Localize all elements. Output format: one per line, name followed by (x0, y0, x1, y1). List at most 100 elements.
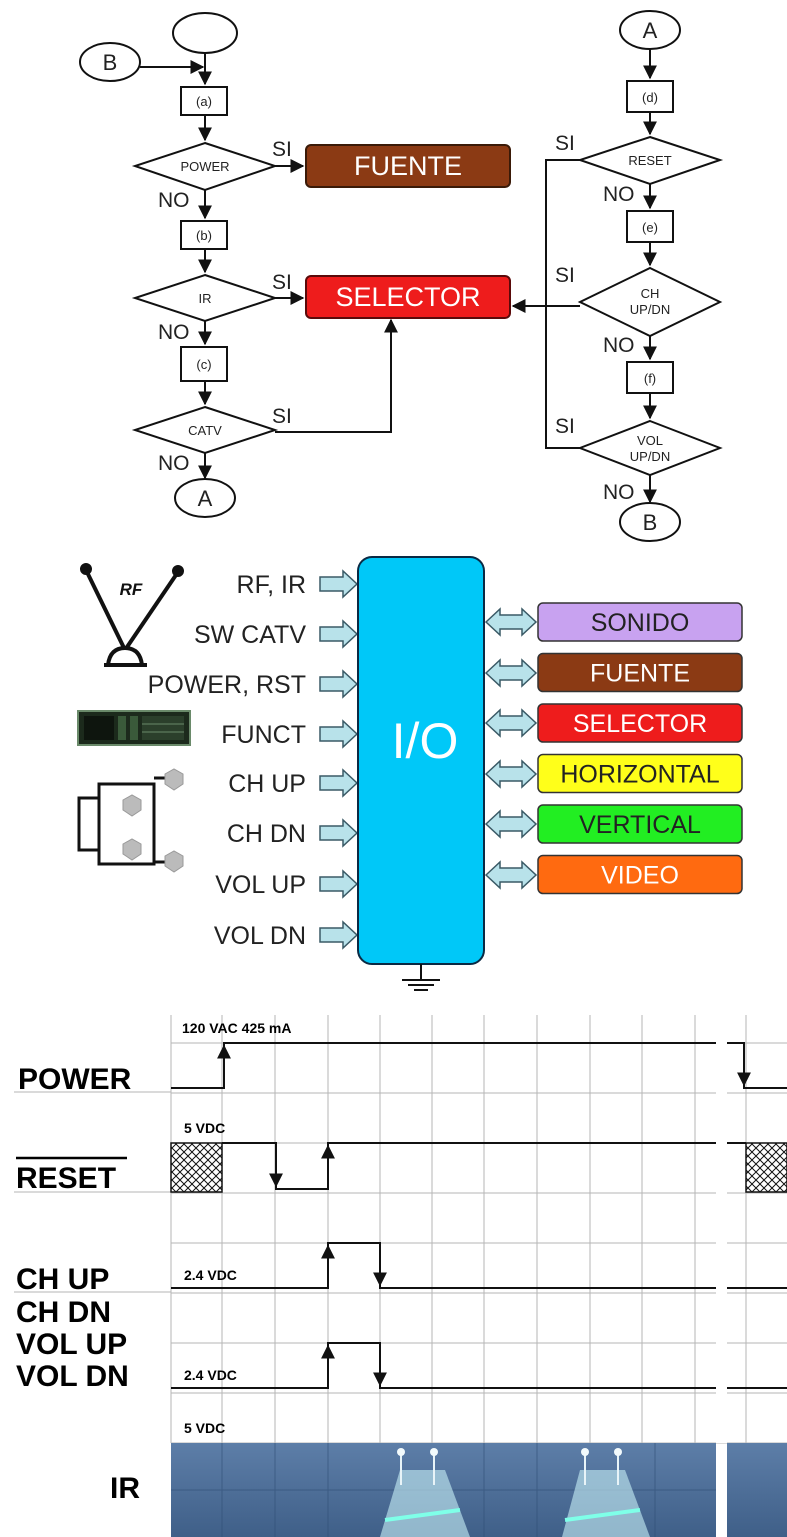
no-label-ch: NO (603, 334, 635, 357)
io-input-label: RF, IR (237, 571, 306, 599)
connector-a-entry-label: A (643, 18, 658, 43)
io-block-label: I/O (392, 713, 459, 769)
process-e (626, 210, 674, 243)
process-d (626, 80, 674, 113)
level-label-ir: 5 VDC (184, 1420, 225, 1436)
io-output-label: HORIZONTAL (560, 761, 719, 789)
io-input-arrow (319, 619, 359, 649)
selector-box (305, 275, 511, 319)
decision-ir-label: IR (199, 291, 212, 306)
io-bidirectional-arrow (484, 860, 538, 890)
yes-label-ch: SI (555, 264, 575, 287)
io-output-label: SONIDO (591, 609, 690, 637)
io-input-label: CH DN (227, 820, 306, 848)
fuente-box-label: FUENTE (354, 151, 462, 181)
process-b-label: (b) (196, 228, 212, 243)
io-output-box (537, 854, 743, 895)
io-output-label: FUENTE (590, 660, 690, 688)
reset-undefined-region (170, 1142, 223, 1193)
process-a-label: (a) (196, 94, 212, 109)
process-a (180, 86, 228, 116)
flowchart (79, 10, 724, 542)
selector-box-label: SELECTOR (335, 282, 480, 312)
ch-waveform (171, 1242, 716, 1289)
process-d-label: (d) (642, 90, 658, 105)
start-terminal (172, 12, 238, 54)
io-input-label: CH UP (228, 770, 306, 798)
io-input-label: VOL DN (214, 922, 306, 950)
process-f-label: (f) (644, 371, 656, 386)
decision-vol-label-2: UP/DN (630, 449, 670, 464)
no-label-reset: NO (603, 183, 635, 206)
decision-reset-label: RESET (628, 153, 671, 168)
io-input-arrow (319, 669, 359, 699)
keypad-icon (77, 710, 191, 746)
io-output-box (537, 602, 743, 642)
flowchart-labels: B A A B (a) (b) (c) (d) (e) (f) POWER IR… (103, 18, 672, 535)
decision-power-label: POWER (180, 159, 229, 174)
reset-waveform (222, 1142, 716, 1190)
yes-label-reset: SI (555, 132, 575, 155)
io-bidirectional-arrow (484, 759, 538, 789)
process-c (180, 346, 228, 382)
signal-label-reset: RESET (16, 1162, 116, 1195)
process-e-label: (e) (642, 220, 658, 235)
no-label-ir: NO (158, 321, 190, 344)
io-output-box (537, 804, 743, 844)
signal-label-power: POWER (18, 1063, 132, 1096)
io-bidirectional-arrow (484, 658, 538, 688)
io-output-label: VERTICAL (579, 811, 701, 839)
io-output-label: SELECTOR (573, 710, 707, 738)
io-bidirectional-arrow (484, 607, 538, 637)
io-input-arrow (319, 920, 359, 950)
connector-b-entry-label: B (103, 50, 118, 75)
io-input-label: POWER, RST (148, 671, 306, 699)
yes-label-ir: SI (272, 271, 292, 294)
io-input-label: SW CATV (194, 621, 306, 649)
io-output-arrows (484, 607, 538, 890)
io-output-box (537, 753, 743, 794)
ground-icon (402, 964, 440, 991)
vol-waveform (171, 1342, 716, 1389)
yes-label-catv: SI (272, 405, 292, 428)
io-diagram: RF RF, IR SW CATV POWER, RST FUNCT CH (77, 556, 743, 991)
io-bidirectional-arrow (484, 809, 538, 839)
process-c-label: (c) (196, 357, 211, 372)
connector-b-entry (79, 42, 141, 82)
io-input-label: VOL UP (215, 871, 306, 899)
io-output-label: VIDEO (601, 862, 679, 890)
ir-photo-band (171, 1443, 787, 1537)
signal-label-ch-up: CH UP (16, 1263, 109, 1296)
reset-undefined-region (745, 1142, 787, 1193)
io-input-label: FUNCT (221, 721, 306, 749)
timing-waveforms (171, 1042, 787, 1389)
connector-a-exit-label: A (198, 486, 213, 511)
io-bidirectional-arrow (484, 708, 538, 738)
timeline-break (716, 1015, 727, 1443)
level-label-vol: 2.4 VDC (184, 1367, 237, 1383)
signal-label-vol-up: VOL UP (16, 1328, 127, 1361)
yes-label-power: SI (272, 138, 292, 161)
io-output-box (537, 703, 743, 743)
level-label-power: 120 VAC 425 mA (182, 1020, 291, 1036)
level-label-reset: 5 VDC (184, 1120, 225, 1136)
connector-a-exit (174, 478, 236, 518)
connector-b-exit (619, 502, 681, 542)
decision-vol-label-1: VOL (637, 433, 663, 448)
io-input-arrows (319, 569, 359, 950)
timing-diagram: POWER RESET CH UP CH DN VOL UP VOL DN IR… (14, 1015, 787, 1537)
decision-vol (577, 419, 723, 477)
signal-label-vol-dn: VOL DN (16, 1360, 129, 1393)
no-label-vol: NO (603, 481, 635, 504)
decision-ch-label-2: UP/DN (630, 302, 670, 317)
antenna-label: RF (120, 580, 143, 599)
no-label-power: NO (158, 189, 190, 212)
control-panel-icon (77, 768, 184, 873)
process-f (626, 361, 674, 394)
antenna-icon (80, 563, 184, 667)
signal-label-ir: IR (110, 1472, 140, 1505)
io-input-arrow (319, 818, 359, 848)
fuente-box (305, 144, 511, 188)
io-input-arrow (319, 768, 359, 798)
